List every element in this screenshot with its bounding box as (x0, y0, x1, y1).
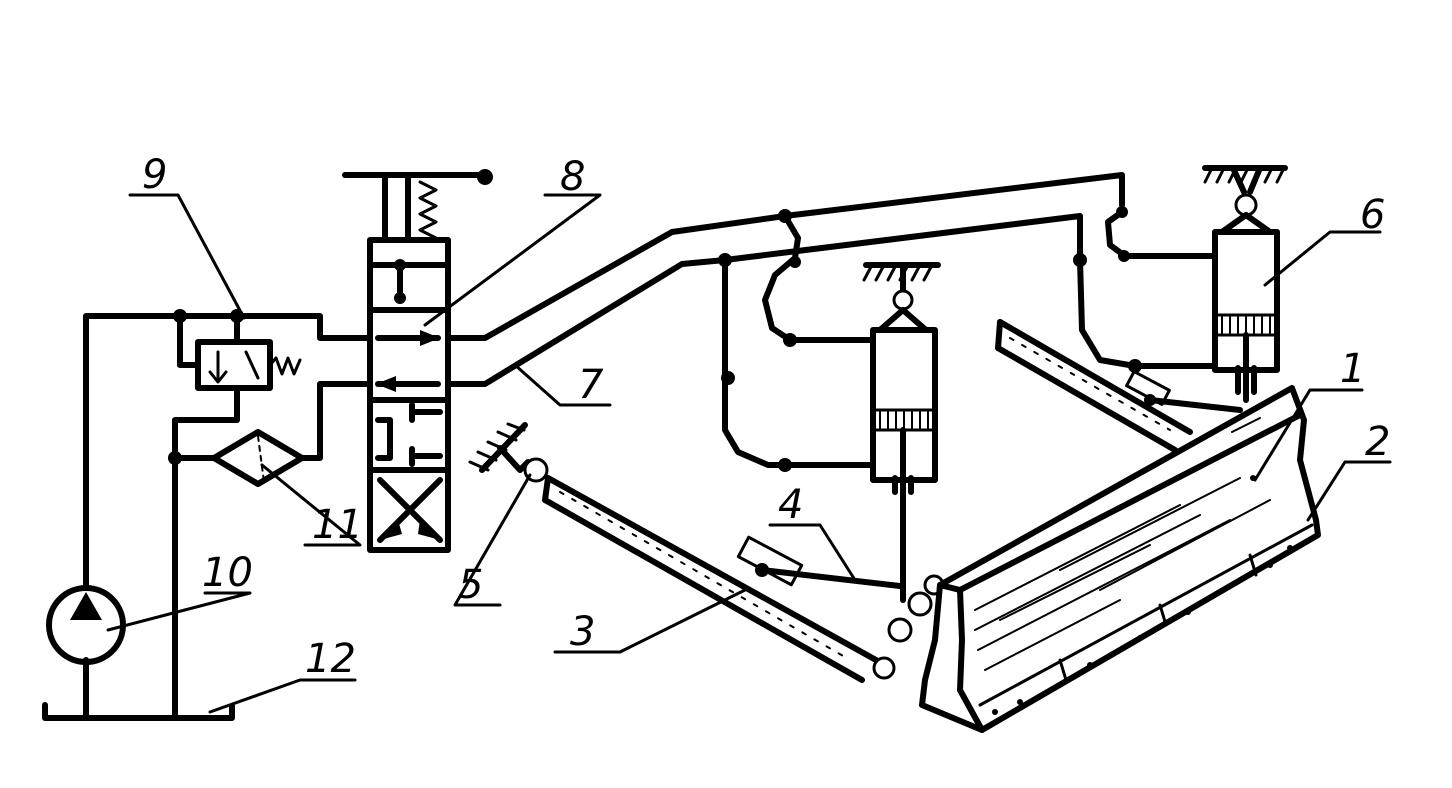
hydraulic-cylinder-right (1202, 165, 1288, 403)
directional-valve (342, 169, 493, 553)
hydraulic-cylinder-middle (862, 262, 941, 603)
ground-anchor (468, 422, 549, 483)
label-10: 10 (202, 550, 253, 596)
label-3: 3 (570, 609, 595, 655)
filter (211, 381, 373, 487)
push-frame-lower (542, 475, 945, 683)
label-1: 1 (1340, 346, 1365, 392)
label-2: 2 (1365, 419, 1390, 465)
label-4: 4 (778, 482, 803, 528)
tank-line (42, 455, 235, 721)
label-11: 11 (312, 502, 363, 548)
leader-lines (106, 193, 1392, 714)
label-6: 6 (1360, 192, 1385, 238)
label-9: 9 (142, 152, 167, 198)
pump (46, 309, 373, 665)
label-7: 7 (578, 362, 604, 408)
brace-link (736, 535, 903, 589)
label-8: 8 (560, 154, 585, 200)
label-5: 5 (458, 562, 483, 608)
push-frame-upper (995, 319, 1243, 453)
label-12: 12 (305, 636, 356, 682)
pressure-lines (445, 172, 1218, 472)
relief-valve (168, 313, 302, 465)
dozer-blade (919, 385, 1321, 733)
